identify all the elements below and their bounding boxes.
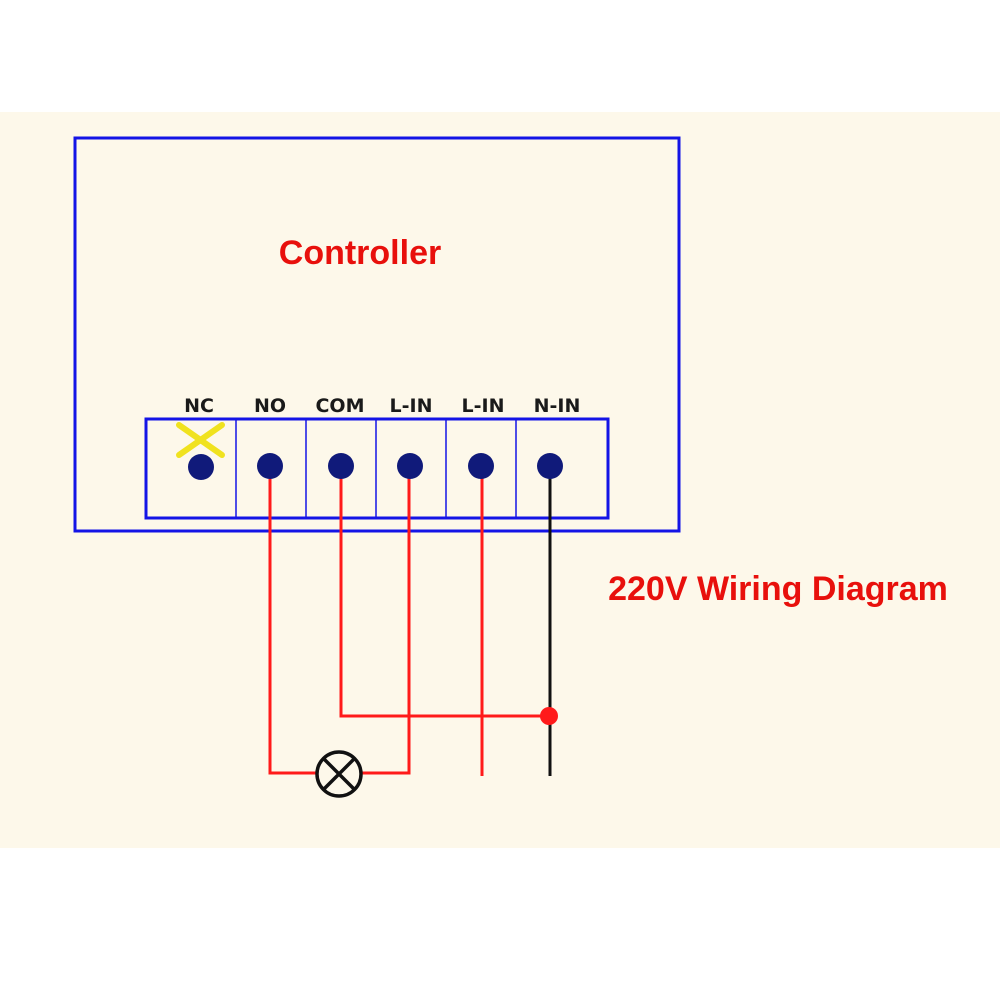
diagram-caption: 220V Wiring Diagram [608,570,948,608]
terminal-label-l-in-2: L-IN [462,395,505,417]
cross-icon [176,422,225,458]
terminal-label-nc: NC [184,395,214,417]
wire-no-to-lamp [268,468,316,775]
terminal-screw-nc [188,454,214,480]
terminal-screw-l-in-2 [468,453,494,479]
wire-lamp-to-l-in [362,468,411,775]
junction-dot [540,707,558,725]
controller-box [73,136,681,533]
terminal-screw-l-in-1 [397,453,423,479]
terminal-label-com: COM [315,395,364,417]
diagram-background [0,112,1000,848]
terminal-label-l-in-1: L-IN [390,395,433,417]
terminal-screw-no [257,453,283,479]
terminal-screw-com [328,453,354,479]
terminal-label-n-in: N-IN [534,395,581,417]
terminal-screw-n-in [537,453,563,479]
lamp-icon [315,750,363,798]
terminal-label-no: NO [254,395,286,417]
wire-com-to-neutral [339,468,549,718]
terminal-block [144,417,610,520]
controller-label: Controller [279,234,441,272]
